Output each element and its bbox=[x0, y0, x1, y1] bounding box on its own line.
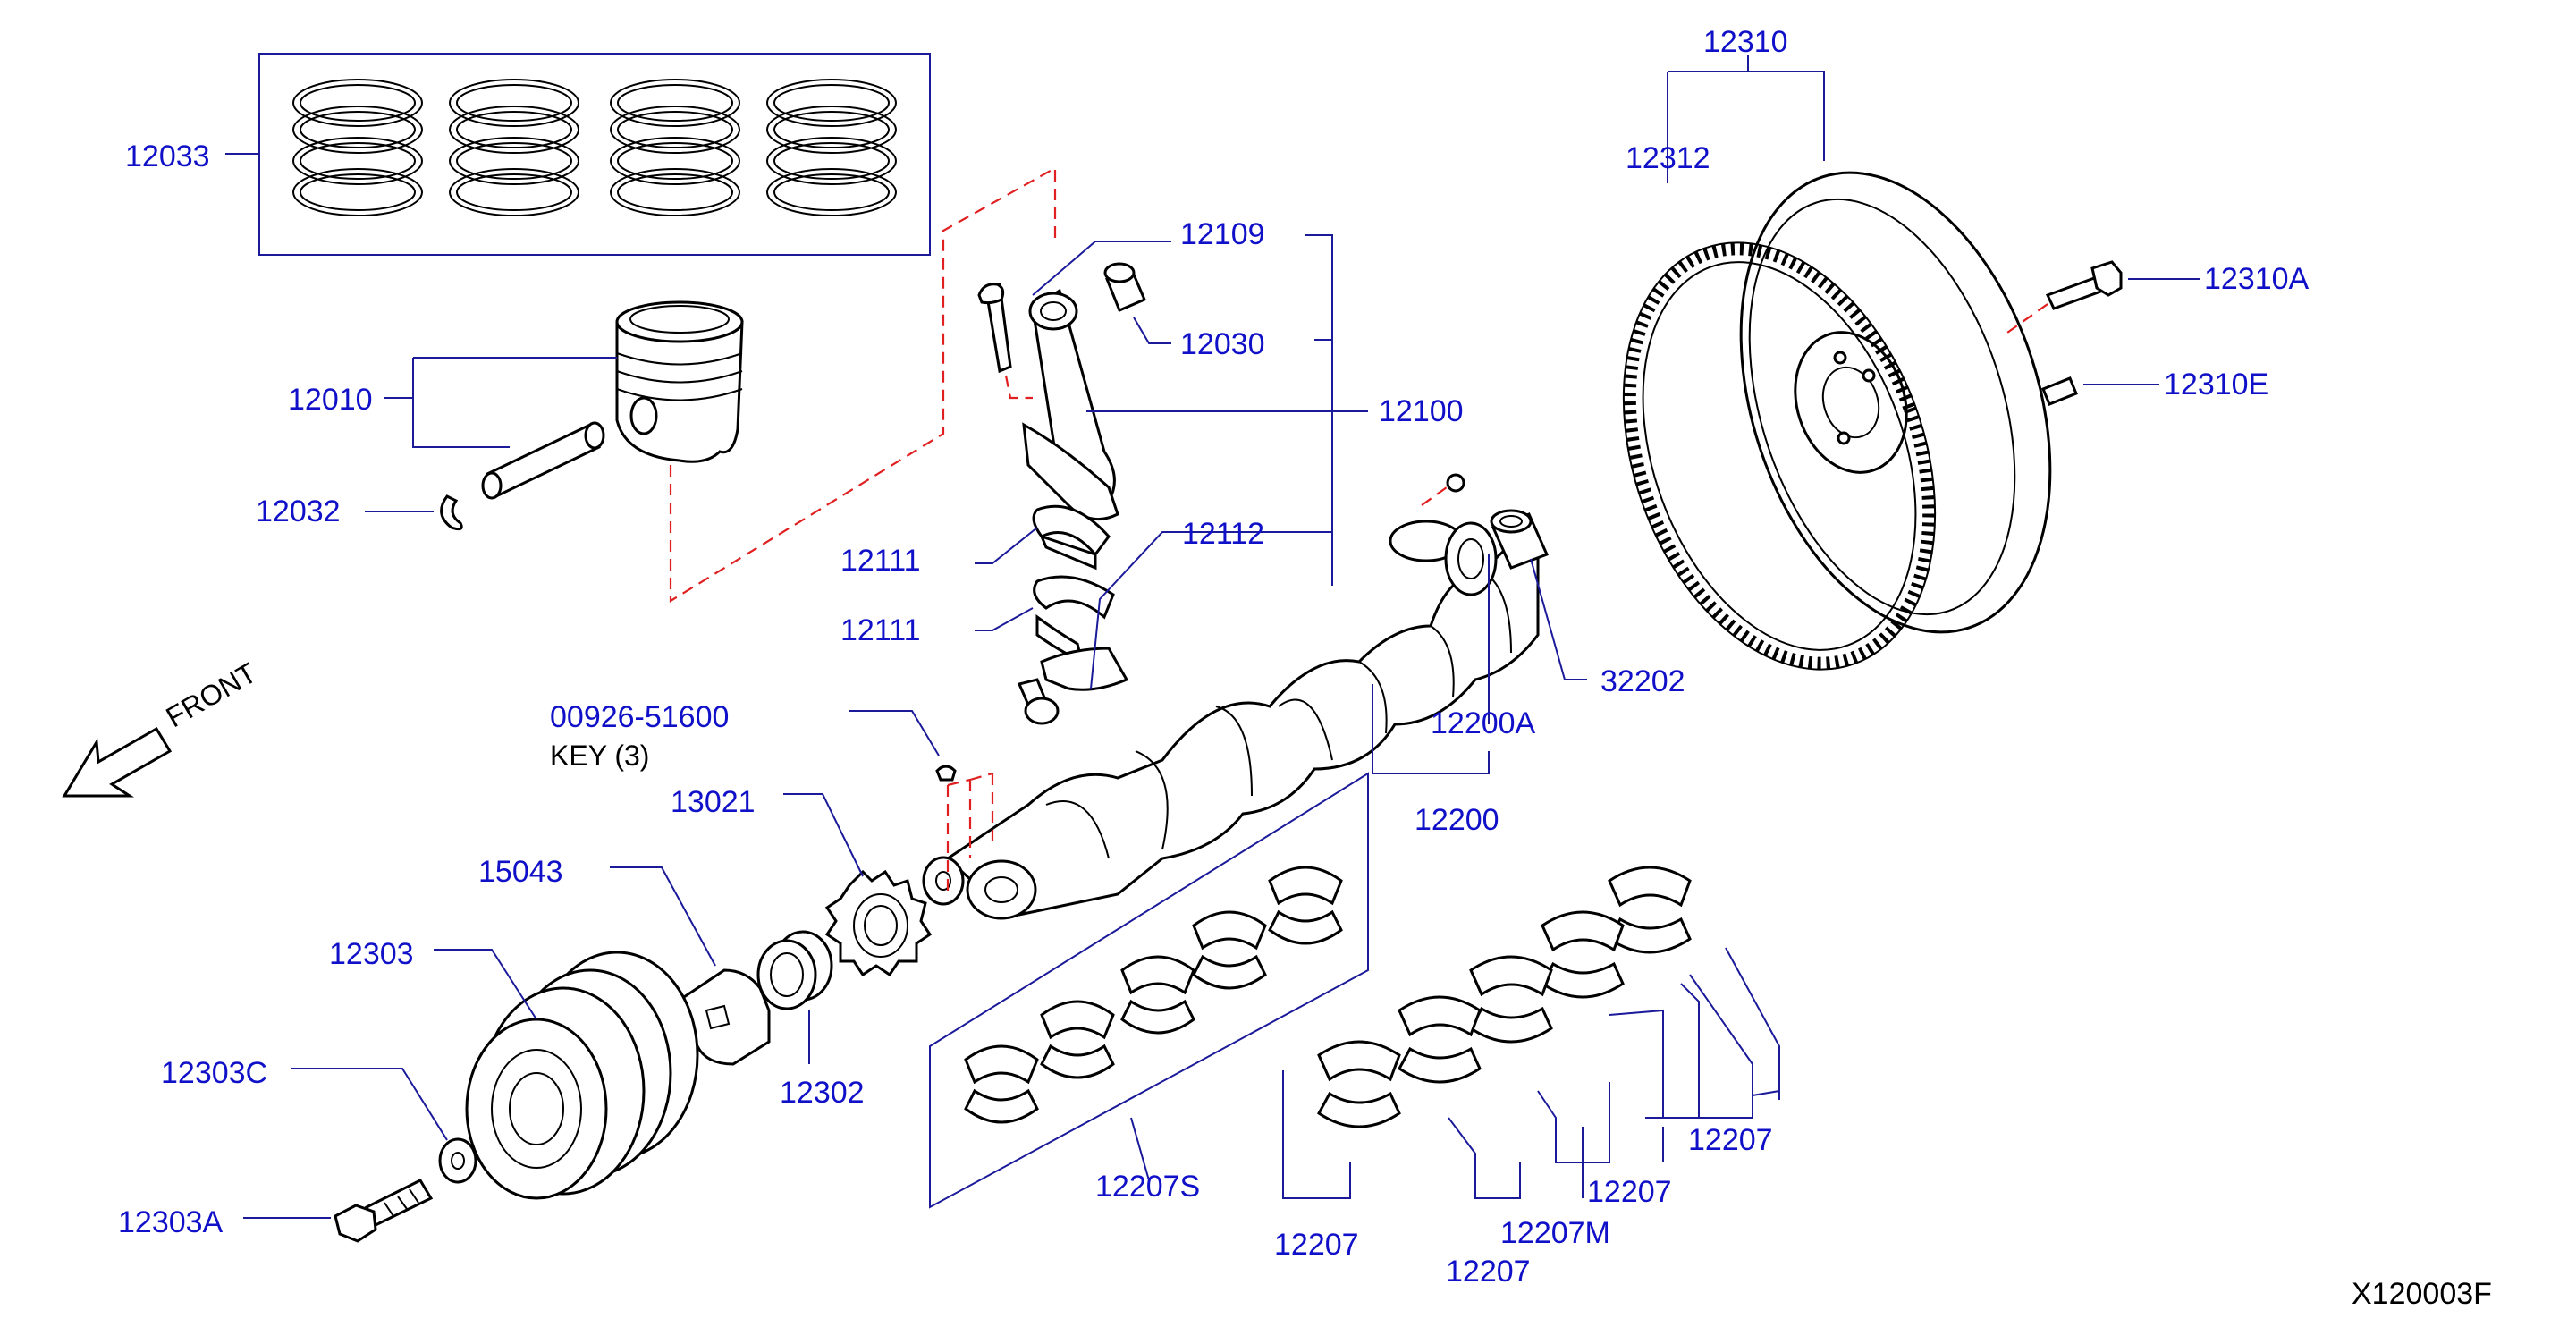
label-12312: 12312 bbox=[1626, 141, 1710, 175]
oil-seal bbox=[756, 930, 833, 1010]
label-12200: 12200 bbox=[1415, 803, 1499, 837]
piston-ring-set bbox=[225, 53, 931, 256]
label-12100: 12100 bbox=[1379, 394, 1464, 428]
ring-group-1 bbox=[292, 79, 423, 216]
flywheel-bolt bbox=[2045, 260, 2123, 310]
label-32202: 32202 bbox=[1600, 664, 1685, 698]
label-13021: 13021 bbox=[671, 785, 756, 819]
piston-pin bbox=[481, 421, 605, 500]
ring-gear bbox=[1622, 241, 1937, 671]
label-12207-a: 12207 bbox=[1274, 1228, 1359, 1262]
label-12207S: 12207S bbox=[1095, 1170, 1201, 1204]
label-12109: 12109 bbox=[1180, 217, 1265, 251]
main-bearings-loose bbox=[1317, 866, 1692, 1128]
piston bbox=[615, 300, 744, 463]
rod-bearing-upper bbox=[1032, 504, 1111, 571]
label-12030: 12030 bbox=[1180, 327, 1265, 361]
label-12112: 12112 bbox=[1182, 517, 1265, 551]
ring-group-4 bbox=[766, 79, 897, 216]
main-bearing-set bbox=[929, 772, 1369, 1209]
rod-bush bbox=[1103, 262, 1146, 312]
pulley-washer bbox=[438, 1137, 477, 1184]
connecting-rod bbox=[1022, 288, 1119, 521]
rod-bearing-lower bbox=[1033, 575, 1115, 664]
flywheel bbox=[1739, 171, 2052, 634]
crank-pulley bbox=[465, 951, 699, 1200]
crank-sprocket bbox=[824, 869, 933, 977]
label-15043: 15043 bbox=[478, 855, 563, 889]
rod-bolt bbox=[977, 282, 1012, 374]
label-12111-upper: 12111 bbox=[840, 544, 921, 578]
label-12207-d: 12207 bbox=[1688, 1123, 1773, 1157]
rod-cap bbox=[1017, 647, 1129, 725]
label-12111-lower: 12111 bbox=[840, 613, 921, 647]
diagram-code: X120003F bbox=[2352, 1277, 2492, 1311]
label-12207-b: 12207 bbox=[1446, 1255, 1531, 1289]
pilot-bushing bbox=[1490, 509, 1550, 570]
snap-ring bbox=[440, 494, 463, 531]
woodruff-key bbox=[935, 765, 957, 782]
label-12303C: 12303C bbox=[161, 1056, 268, 1090]
ring-group-2 bbox=[449, 79, 579, 216]
label-12310E: 12310E bbox=[2164, 368, 2269, 401]
pulley-bolt bbox=[334, 1179, 434, 1243]
label-key: KEY (3) bbox=[550, 740, 650, 772]
label-12207M: 12207M bbox=[1500, 1216, 1610, 1250]
ring-group-3 bbox=[610, 79, 740, 216]
label-12200A: 12200A bbox=[1431, 706, 1536, 740]
label-12302: 12302 bbox=[780, 1076, 865, 1110]
label-12310A: 12310A bbox=[2204, 262, 2310, 296]
label-12303: 12303 bbox=[329, 937, 414, 971]
label-12032: 12032 bbox=[256, 494, 341, 528]
crank-spacer bbox=[682, 968, 771, 1066]
label-00926-51600: 00926-51600 bbox=[550, 700, 730, 734]
label-12207-c: 12207 bbox=[1587, 1175, 1672, 1209]
front-arrow-icon bbox=[62, 726, 173, 798]
label-12033: 12033 bbox=[125, 139, 210, 173]
label-12303A: 12303A bbox=[118, 1205, 224, 1239]
label-12310: 12310 bbox=[1703, 25, 1788, 59]
flywheel-dowel bbox=[2041, 376, 2078, 406]
label-12010: 12010 bbox=[288, 383, 373, 417]
